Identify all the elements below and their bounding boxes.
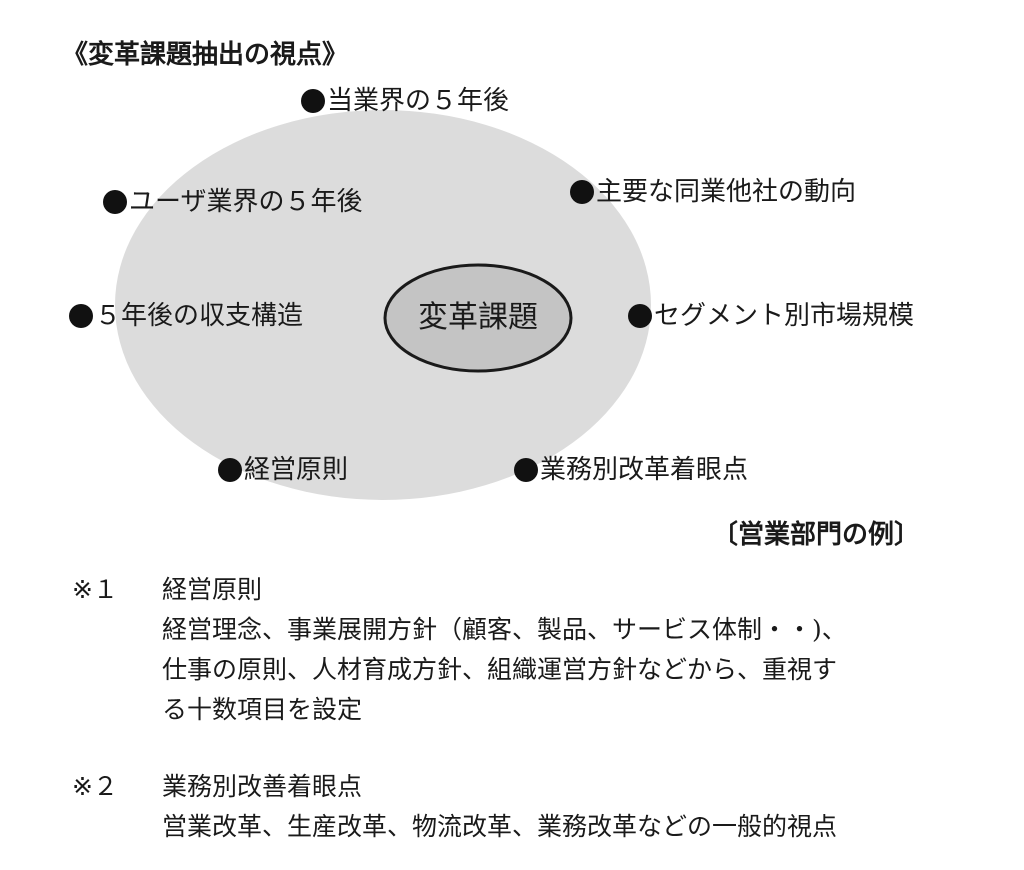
- bullet-dot: [570, 180, 594, 204]
- viewpoint-label: 当業界の５年後: [327, 86, 510, 116]
- viewpoint-label: セグメント別市場規模: [654, 301, 915, 331]
- viewpoint-label: ユーザ業界の５年後: [129, 187, 363, 217]
- bullet-dot: [69, 304, 93, 328]
- example-label: 〔営業部門の例〕: [712, 520, 921, 550]
- diagram-title: 《変革課題抽出の視点》: [62, 40, 349, 70]
- viewpoint-reform-focus: 業務別改革着眼点: [514, 457, 748, 483]
- note-header: ※１ 経営原則: [72, 570, 847, 610]
- note-line: 営業改革、生産改革、物流改革、業務改革などの一般的視点: [162, 812, 838, 841]
- viewpoint-label: 主要な同業他社の動向: [596, 177, 857, 207]
- note-line: 仕事の原則、人材育成方針、組織運営方針などから、重視す: [162, 655, 838, 684]
- note-1: ※１ 経営原則 経営理念、事業展開方針（顧客、製品、サービス体制・・)、 仕事の原…: [72, 570, 847, 730]
- viewpoint-profit-structure: ５年後の収支構造: [69, 303, 303, 329]
- viewpoint-industry-5yr: 当業界の５年後: [301, 88, 509, 114]
- note-line: 経営理念、事業展開方針（顧客、製品、サービス体制・・)、: [162, 615, 847, 644]
- bullet-dot: [514, 458, 538, 482]
- note-heading: 経営原則: [162, 575, 263, 604]
- viewpoint-management-principles: 経営原則: [218, 457, 348, 483]
- viewpoint-diagram: [115, 110, 651, 500]
- bullet-dot: [301, 89, 325, 113]
- bullet-dot: [218, 458, 242, 482]
- note-mark: ※１: [72, 575, 118, 604]
- center-ellipse: [383, 263, 573, 373]
- bullet-dot: [103, 190, 127, 214]
- note-heading: 業務別改善着眼点: [162, 772, 363, 801]
- viewpoint-label: 業務別改革着眼点: [540, 455, 749, 485]
- note-2: ※２ 業務別改善着眼点 営業改革、生産改革、物流改革、業務改革などの一般的視点: [72, 767, 837, 847]
- viewpoint-competitor-trends: 主要な同業他社の動向: [570, 179, 856, 205]
- viewpoint-user-industry-5yr: ユーザ業界の５年後: [103, 189, 362, 215]
- bullet-dot: [628, 304, 652, 328]
- note-header: ※２ 業務別改善着眼点: [72, 767, 837, 807]
- outer-ellipse: [115, 110, 651, 500]
- viewpoint-label: 経営原則: [244, 455, 349, 485]
- note-mark: ※２: [72, 772, 118, 801]
- center-label: 変革課題: [418, 300, 538, 335]
- note-line: る十数項目を設定: [162, 695, 363, 724]
- viewpoint-segment-market: セグメント別市場規模: [628, 303, 914, 329]
- viewpoint-label: ５年後の収支構造: [95, 301, 304, 331]
